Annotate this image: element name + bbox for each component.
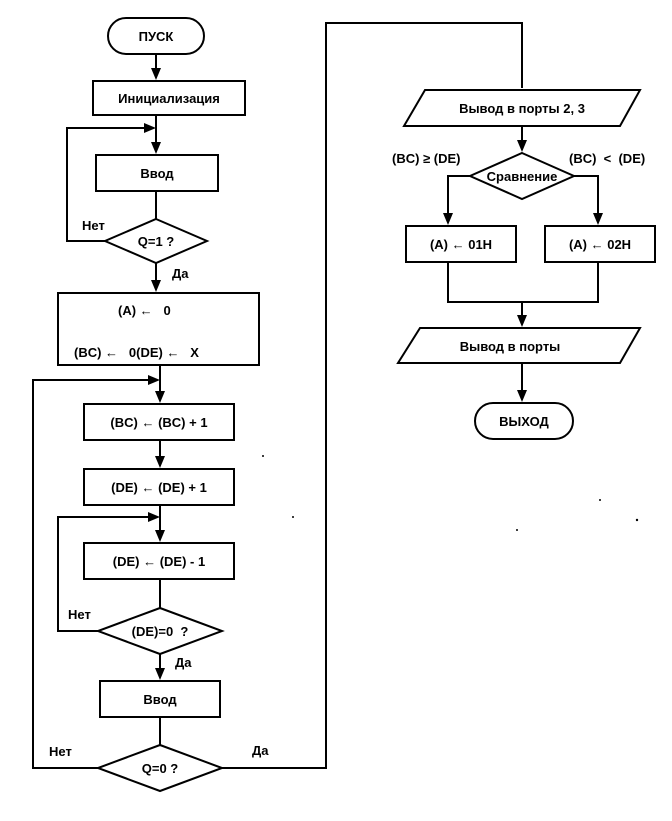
inc-bc-label: (BC) ← (BC) + 1 [110,415,207,430]
scan-speck [599,499,601,501]
init-box [92,80,246,116]
set-02-box [544,225,656,263]
decision-de-label: (DE)=0 ? [132,624,189,639]
arrow-head [155,530,165,542]
set-01-box [405,225,517,263]
arrow-head [148,512,160,522]
input1-label: Ввод [140,166,174,181]
set-01-label: (A) ← 01H [430,237,492,252]
init-label: Инициализация [118,91,220,106]
exit-label: ВЫХОД [499,414,549,429]
arrow-head [155,391,165,403]
no-label-q1: Нет [82,218,105,233]
yes-label-q1: Да [172,266,189,281]
inc-de-label: (DE) ← (DE) + 1 [111,480,207,495]
decision-q0-label: Q=0 ? [142,761,179,776]
arrow-head [517,140,527,152]
arrow-head [517,315,527,327]
no-label-q0: Нет [49,744,72,759]
arrow-head [151,280,161,292]
set-02-label: (A) ← 02H [569,237,631,252]
inc-de-box [83,468,235,506]
arrow-head [151,142,161,154]
inc-bc-box [83,403,235,441]
compare-label: Сравнение [487,169,558,184]
assign-bc-de-label: (BC) ← 0(DE) ← X [74,345,199,360]
exit-terminator [474,402,574,440]
scan-speck [635,518,639,522]
output-ports-23-label: Вывод в порты 2, 3 [459,101,585,116]
dec-de-label: (DE) ← (DE) - 1 [113,554,205,569]
output-ports-label: Вывод в порты [460,339,561,354]
input2-label: Ввод [143,692,177,707]
decision-q0 [95,743,225,793]
no-label-de: Нет [68,607,91,622]
arrow-head [155,668,165,680]
cond-lt-label: (BC) < (DE) [569,151,645,166]
dec-de-box [83,542,235,580]
assign-a-label: (A) ← 0 [118,303,171,318]
arrow-head [144,123,156,133]
scan-speck [516,529,518,531]
arrow-head [151,68,161,80]
arrow-head [155,456,165,468]
output-ports [396,327,642,364]
yes-label-q0: Да [252,743,269,758]
assign-box [57,292,260,366]
scan-speck [262,455,264,457]
yes-label-de: Да [175,655,192,670]
cond-ge-label: (BC) ≥ (DE) [392,151,461,166]
arrow-head [593,213,603,225]
output-ports-23 [402,89,642,127]
input2-box [99,680,221,718]
start-label: ПУСК [139,29,174,44]
arrow-head [517,390,527,402]
scan-speck [292,516,294,518]
decision-compare [467,151,577,201]
arrow-head [148,375,160,385]
arrow-head [443,213,453,225]
decision-q1-label: Q=1 ? [138,234,175,249]
